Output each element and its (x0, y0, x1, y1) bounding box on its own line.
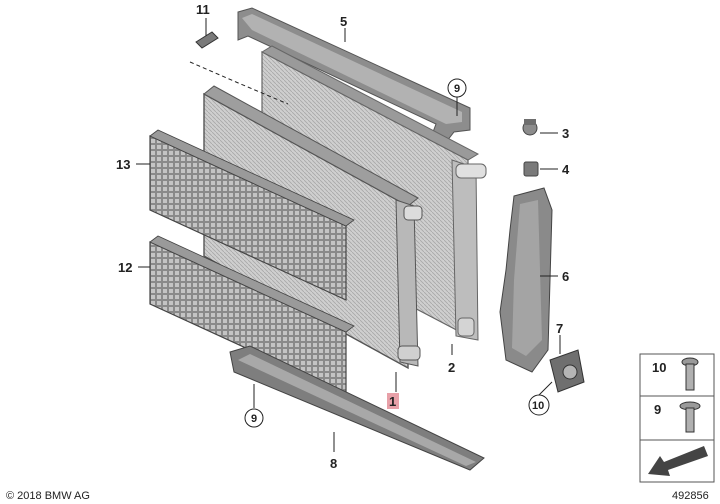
upper-grille-part (149, 129, 355, 301)
callout-9-bottom-circle (244, 408, 264, 428)
callout-1: 1 (389, 394, 396, 409)
callout-8: 8 (330, 456, 337, 471)
bolt-part-11 (195, 31, 219, 49)
callout-13: 13 (116, 157, 130, 172)
flange-screw-icon (679, 401, 701, 433)
callout-4: 4 (562, 162, 570, 177)
screw-icon (681, 357, 699, 391)
side-air-guide-part (499, 187, 553, 373)
callout-9-top: 9 (454, 83, 460, 95)
leader-lines (136, 18, 561, 452)
callout-5: 5 (340, 14, 347, 29)
callout-11: 11 (196, 2, 210, 17)
highlight-box-1 (387, 393, 399, 409)
arrow-icon (648, 446, 708, 476)
callout-9-circle (447, 78, 467, 98)
callout-6: 6 (562, 269, 569, 284)
copyright-text: © 2018 BMW AG (6, 490, 90, 502)
diagram-number: 492856 (672, 490, 709, 502)
callout-7: 7 (556, 321, 563, 336)
callout-3: 3 (562, 126, 569, 141)
mount-part-7 (549, 349, 585, 393)
callout-10: 10 (532, 400, 544, 412)
legend-label-10: 10 (652, 360, 666, 375)
legend-label-9: 9 (654, 402, 661, 417)
lower-rail-part (229, 345, 485, 471)
callout-12: 12 (118, 260, 132, 275)
callout-9-bottom: 9 (251, 413, 257, 425)
fastener-legend: 10 9 (639, 353, 715, 483)
callout-10-circle (528, 394, 550, 416)
clip-part-3 (522, 119, 538, 136)
callout-2: 2 (448, 360, 455, 375)
clip-part-4 (523, 161, 539, 177)
